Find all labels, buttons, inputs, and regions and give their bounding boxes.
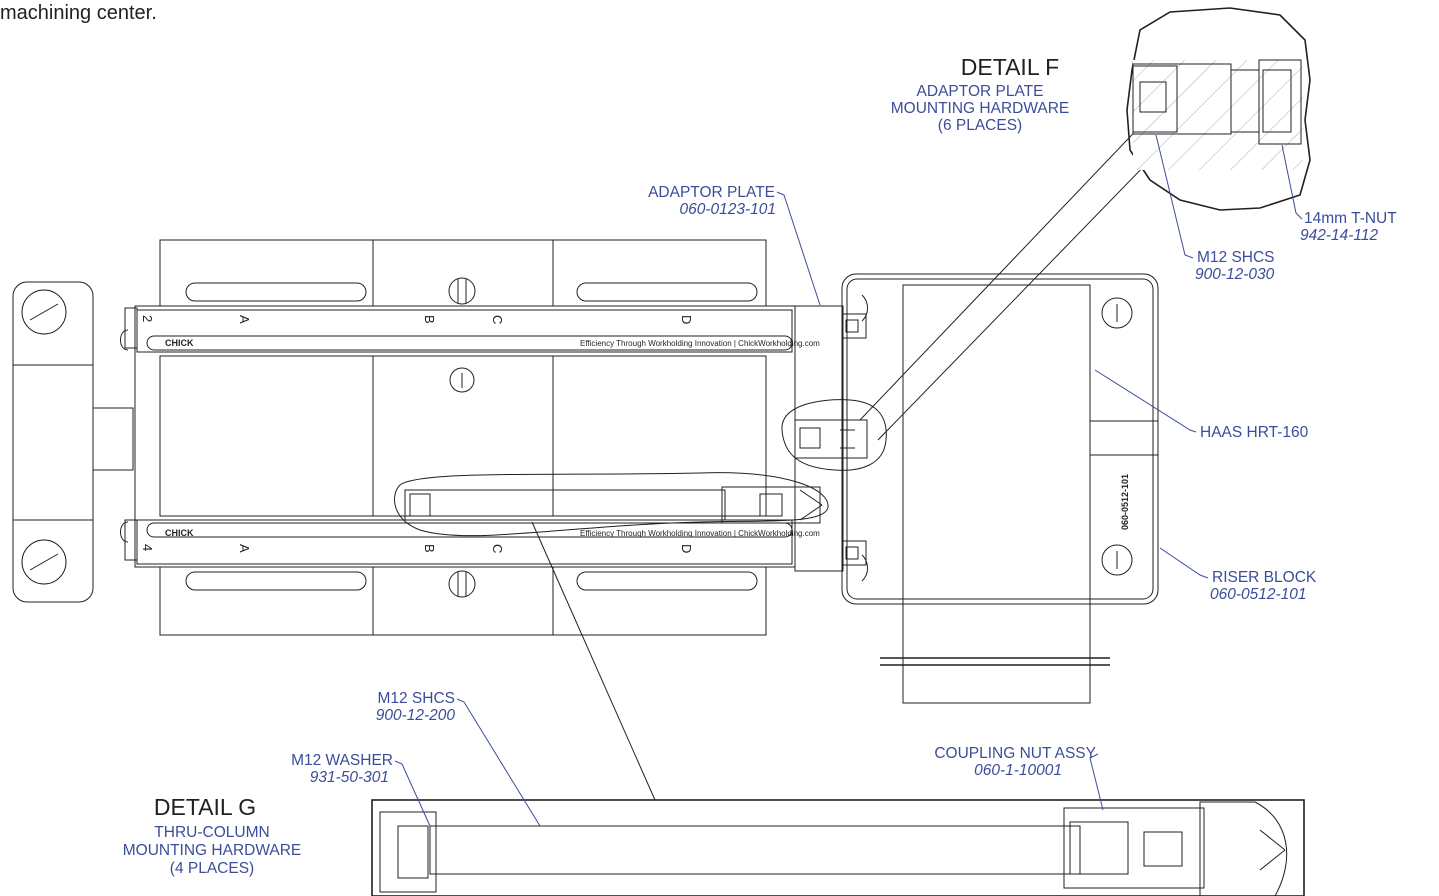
brand-bottom: CHICK: [165, 528, 194, 538]
svg-text:M12 WASHER: M12 WASHER: [291, 752, 393, 769]
rail-slogan-bottom: Efficiency Through Workholding Innovatio…: [580, 529, 820, 538]
svg-text:M12 SHCS: M12 SHCS: [1197, 249, 1275, 266]
svg-text:931-50-301: 931-50-301: [310, 769, 389, 786]
detail-f-subtitle-3: (6 PLACES): [938, 117, 1022, 134]
callout-adaptor-plate: ADAPTOR PLATE 060-0123-101: [648, 184, 821, 306]
brand-top: CHICK: [165, 338, 194, 348]
detail-g-subtitle-3: (4 PLACES): [170, 860, 254, 877]
svg-text:HAAS HRT-160: HAAS HRT-160: [1200, 424, 1309, 441]
station-d-top: D: [679, 315, 694, 324]
callout-haas: HAAS HRT-160: [1094, 369, 1309, 441]
rail-numeral-top: 2: [140, 315, 155, 322]
detail-f-section: [1126, 7, 1311, 211]
detail-f-subtitle-2: MOUNTING HARDWARE: [891, 100, 1070, 117]
station-a-bottom: A: [237, 544, 252, 553]
detail-f-subtitle-1: ADAPTOR PLATE: [917, 83, 1044, 100]
callout-shcs-f: M12 SHCS 900-12-030: [1155, 134, 1275, 283]
svg-text:942-14-112: 942-14-112: [1300, 227, 1379, 244]
vise-handle: [12, 281, 138, 603]
svg-text:900-12-200: 900-12-200: [376, 707, 456, 724]
detail-g-subtitle-2: MOUNTING HARDWARE: [123, 842, 302, 859]
station-c-bottom: C: [490, 544, 505, 553]
intro-text: machining center.: [0, 2, 157, 24]
svg-text:060-1-10001: 060-1-10001: [974, 762, 1062, 779]
rail-text-top: CHICK Efficiency Through Workholding Inn…: [140, 315, 820, 348]
svg-text:060-0123-101: 060-0123-101: [679, 201, 776, 218]
rail-text-bottom: CHICK Efficiency Through Workholding Inn…: [140, 528, 820, 553]
svg-text:RISER BLOCK: RISER BLOCK: [1212, 569, 1317, 586]
detail-g-link-line: [531, 521, 656, 801]
svg-text:14mm T-NUT: 14mm T-NUT: [1304, 210, 1397, 227]
haas-rotary-table: [880, 284, 1110, 704]
station-c-top: C: [490, 315, 505, 324]
detail-f-title: DETAIL F: [961, 54, 1059, 80]
rail-numeral-bottom: 4: [140, 544, 155, 551]
detail-f-link-line-2: [877, 159, 1151, 441]
svg-text:COUPLING NUT ASSY: COUPLING NUT ASSY: [934, 745, 1096, 762]
station-b-bottom: B: [422, 544, 437, 553]
detail-g-subtitle-1: THRU-COLUMN: [154, 824, 269, 841]
detail-g-title: DETAIL G: [154, 794, 256, 820]
svg-text:060-0512-101: 060-0512-101: [1210, 586, 1307, 603]
callout-tnut: 14mm T-NUT 942-14-112: [1281, 144, 1397, 244]
station-d-bottom: D: [679, 544, 694, 553]
riser-part-stamp: 060-0512-101: [1120, 474, 1130, 530]
adaptor-plate: [794, 273, 1159, 605]
callout-washer: M12 WASHER 931-50-301: [291, 752, 431, 827]
svg-text:M12 SHCS: M12 SHCS: [377, 690, 455, 707]
detail-f-link-line-1: [859, 117, 1149, 421]
callout-riser: RISER BLOCK 060-0512-101: [1159, 547, 1317, 603]
station-b-top: B: [422, 315, 437, 324]
detail-g-bubble: [394, 472, 829, 537]
vise-body: [120, 239, 796, 636]
callout-shcs-g: M12 SHCS 900-12-200: [376, 690, 541, 827]
svg-text:ADAPTOR PLATE: ADAPTOR PLATE: [648, 184, 775, 201]
detail-f-bubble: [781, 399, 887, 471]
svg-text:900-12-030: 900-12-030: [1195, 266, 1275, 283]
detail-g-section: [371, 799, 1305, 896]
callout-coupling: COUPLING NUT ASSY 060-1-10001: [934, 745, 1104, 811]
station-a-top: A: [237, 315, 252, 324]
rail-slogan-top: Efficiency Through Workholding Innovatio…: [580, 339, 820, 348]
